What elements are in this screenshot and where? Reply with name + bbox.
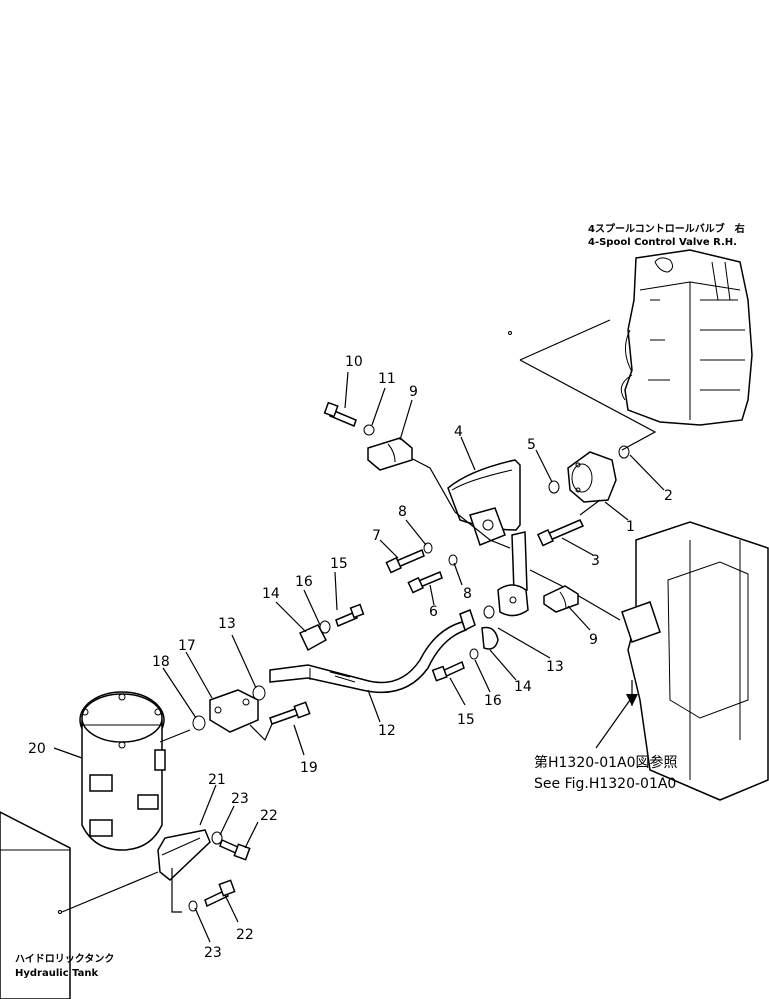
part-23-washer	[211, 831, 223, 845]
part-11-washer	[363, 424, 375, 436]
callout-8: 8	[398, 504, 407, 520]
part-1-flange	[567, 451, 617, 503]
part-2-oring	[618, 445, 630, 459]
valve-label-jp: 4スプールコントロールバルブ 右	[588, 222, 745, 235]
valve-label-en: 4-Spool Control Valve R.H.	[588, 237, 737, 248]
valve-leader	[519, 319, 657, 451]
tank-label-jp: ハイドロリックタンク	[15, 953, 114, 965]
callout-14: 14	[514, 679, 532, 695]
part-9-clamp-top	[367, 437, 413, 471]
tank-label-en: Hydraulic Tank	[15, 968, 99, 979]
callout-10: 10	[345, 354, 363, 370]
callout-3: 3	[591, 553, 600, 569]
callout-4: 4	[454, 424, 463, 440]
part-18-oring	[192, 715, 206, 731]
callout-16: 16	[484, 693, 502, 709]
part-4-tube	[447, 459, 529, 617]
callout-1: 1	[626, 519, 635, 535]
callout-15: 15	[457, 712, 475, 728]
callout-19: 19	[300, 760, 318, 776]
part-20-filter	[79, 691, 166, 851]
frame	[621, 521, 769, 801]
callout-9: 9	[589, 632, 598, 648]
part-13-oring	[252, 685, 266, 701]
part-21-bracket	[157, 829, 211, 881]
callout-21: 21	[208, 772, 226, 788]
ref-arrow-head	[626, 694, 638, 706]
callout-15: 15	[330, 556, 348, 572]
callout-9: 9	[409, 384, 418, 400]
callout-22: 22	[260, 808, 278, 824]
ref-label-en: See Fig.H1320-01A0	[534, 776, 676, 792]
callout-2: 2	[664, 488, 673, 504]
callout-12: 12	[378, 723, 396, 739]
callout-11: 11	[378, 371, 396, 387]
callout-7: 7	[372, 528, 381, 544]
callout-17: 17	[178, 638, 196, 654]
callout-13: 13	[546, 659, 564, 675]
callout-14: 14	[262, 586, 280, 602]
callout-8: 8	[463, 586, 472, 602]
callout-13: 13	[218, 616, 236, 632]
part-17-flange	[209, 689, 259, 733]
callout-22: 22	[236, 927, 254, 943]
callout-23: 23	[204, 945, 222, 961]
callout-6: 6	[429, 604, 438, 620]
callout-18: 18	[152, 654, 170, 670]
ref-label-jp: 第H1320-01A0図参照	[534, 754, 678, 771]
callout-5: 5	[527, 437, 536, 453]
part-9-clamp-right	[543, 585, 579, 613]
part-14-clamp	[298, 624, 328, 652]
callout-20: 20	[28, 741, 46, 757]
callout-23: 23	[231, 791, 249, 807]
part-5-oring	[548, 480, 560, 494]
control-valve	[620, 249, 753, 426]
callout-16: 16	[295, 574, 313, 590]
hydraulic-tank	[0, 811, 71, 999]
